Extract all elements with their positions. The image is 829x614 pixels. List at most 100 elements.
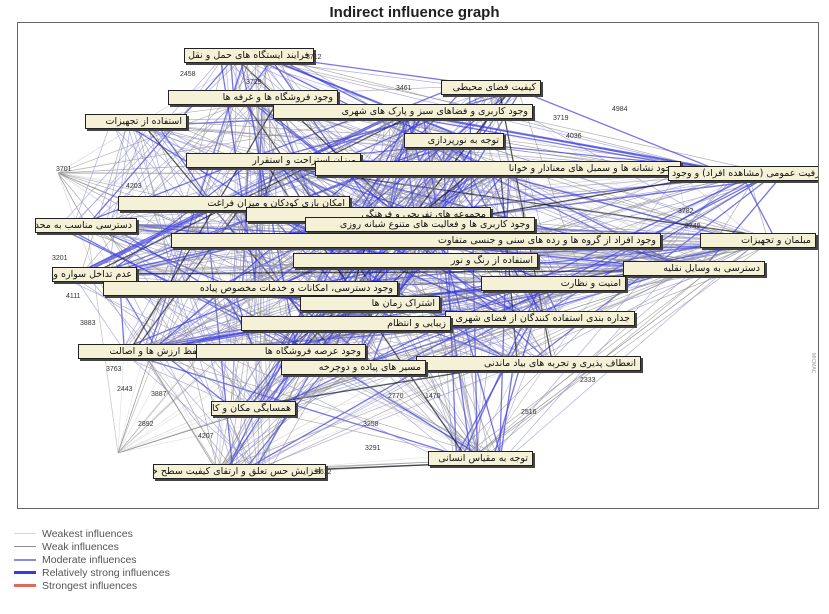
influence-edge <box>384 173 771 373</box>
legend-label: Moderate influences <box>42 553 137 566</box>
influence-edge <box>510 242 758 457</box>
influence-edge <box>120 204 240 355</box>
influence-edge <box>143 240 762 356</box>
influence-edge <box>143 352 479 454</box>
influence-edge <box>93 162 289 226</box>
influence-edge <box>74 164 295 278</box>
graph-node[interactable]: وجود کاربری و فضاهای سبز و پارک های شهری <box>273 104 533 119</box>
graph-node[interactable]: همسایگی مکان و کاربری <box>211 401 296 416</box>
influence-edge <box>376 282 581 372</box>
node-number: 3763 <box>106 366 122 373</box>
graph-node[interactable]: وجود کاربری ها و فعالیت های متنوع شبانه … <box>305 217 535 232</box>
influence-edge <box>104 122 128 231</box>
influence-edge <box>100 163 250 280</box>
legend-label: Weakest influences <box>42 527 133 540</box>
graph-node[interactable]: وجود افراد از گروه ها و رده های سنی و جن… <box>171 233 661 248</box>
influence-edge <box>440 143 733 238</box>
legend-item: Weak influences <box>14 540 314 553</box>
node-number: 3719 <box>553 115 569 122</box>
influence-edge <box>74 58 221 225</box>
influence-edge <box>71 118 113 231</box>
graph-node[interactable]: دسترسی به وسایل نقلیه <box>623 261 765 276</box>
graph-canvas: فرایند ایستگاه های حمل و نقل عمومی کیفیت… <box>17 22 819 509</box>
legend-swatch <box>14 558 36 561</box>
graph-node[interactable]: جداره بندی استفاده کنندگان از فضای شهری <box>445 311 635 326</box>
influence-edge <box>117 56 251 454</box>
influence-edge <box>148 119 427 139</box>
legend-swatch <box>14 571 36 574</box>
node-number: 2458 <box>180 71 196 78</box>
graph-node[interactable]: زیبایی و انتظام <box>241 316 451 331</box>
node-number: 4036 <box>566 133 582 140</box>
graph-node[interactable]: کیفیت فضای محیطی <box>441 80 541 95</box>
node-number: 2333 <box>580 377 596 384</box>
graph-node[interactable]: امنیت و نظارت <box>481 276 626 291</box>
influence-edge <box>61 222 254 292</box>
graph-node[interactable]: وجود نشانه ها و سمبل های معنادار و خوانا <box>315 161 681 176</box>
influence-edge <box>253 90 520 165</box>
legend-swatch <box>14 584 36 587</box>
graph-node[interactable]: توجه به مقیاس انسانی <box>428 451 533 466</box>
graph-node[interactable]: مسیر های پیاده و دوچرخه <box>281 360 426 375</box>
graph-node[interactable]: استفاده از تجهیزات <box>85 114 187 129</box>
influence-edge <box>117 352 145 454</box>
node-number: 2770 <box>388 393 404 400</box>
influence-edge <box>86 226 119 454</box>
influence-edge <box>153 119 214 206</box>
influence-edge <box>354 368 479 454</box>
node-number: 3461 <box>396 85 412 92</box>
influence-edge <box>269 281 575 413</box>
influence-edge <box>117 409 255 454</box>
node-number: 3612 <box>316 469 332 476</box>
node-number: 3729 <box>246 79 262 86</box>
influence-edge <box>507 85 737 179</box>
graph-node[interactable]: عدم تداخل سواره و پیاده <box>52 267 137 282</box>
influence-edge <box>76 279 272 408</box>
node-number: 2749 <box>685 223 701 230</box>
influence-edge <box>161 140 428 357</box>
influence-edge <box>57 98 255 174</box>
graph-title: Indirect influence graph <box>329 4 500 21</box>
influence-edge <box>427 116 746 176</box>
influence-edge <box>355 167 478 373</box>
influence-edge <box>268 411 465 457</box>
influence-edge <box>349 370 454 457</box>
influence-edge <box>108 117 148 228</box>
graph-node[interactable]: فرایند ایستگاه های حمل و نقل عمومی <box>184 48 314 63</box>
influence-edge <box>235 323 520 477</box>
influence-edge <box>110 157 246 277</box>
graph-node[interactable]: انعطاف پذیری و تجربه های بیاد ماندنی <box>416 356 641 371</box>
node-number: 3887 <box>151 391 167 398</box>
influence-edge <box>68 279 452 465</box>
node-number: 3258 <box>363 421 379 428</box>
graph-node[interactable]: توجه به نورپردازی <box>404 133 504 148</box>
influence-edge <box>337 368 504 465</box>
node-number: 2516 <box>521 409 537 416</box>
influence-edge <box>244 267 696 477</box>
graph-node[interactable]: حفظ ارزش ها و اصالت <box>78 344 208 359</box>
legend-item: Moderate influences <box>14 553 314 566</box>
legend-swatch <box>14 533 36 534</box>
graph-node[interactable]: مبلمان و تجهیزات <box>700 233 816 248</box>
graph-node[interactable]: استفاده از رنگ و نور <box>293 253 538 268</box>
influence-edge <box>272 236 785 355</box>
legend-label: Weak influences <box>42 540 119 553</box>
graph-node[interactable]: وجود عرصه فروشگاه ها <box>196 344 366 359</box>
graph-node[interactable]: دسترسی مناسب به محدوده <box>35 218 137 233</box>
influence-edge <box>136 125 270 410</box>
graph-node[interactable]: وجود دسترسی، امکانات و خدمات مخصوص پیاده <box>103 281 398 296</box>
influence-edge <box>57 112 405 174</box>
influence-edge <box>80 125 128 275</box>
influence-edge <box>130 94 283 350</box>
graph-node[interactable]: افزایش حس تعلق و ارتقای کیفیت سطح خیابان <box>153 464 326 479</box>
node-number: 3883 <box>80 320 96 327</box>
influence-edge <box>128 356 268 478</box>
influence-edge <box>57 172 88 227</box>
influence-edge <box>108 57 224 223</box>
influence-edge <box>72 51 250 225</box>
graph-node[interactable]: ظرفیت عمومی (مشاهده افراد) و وجود چهره ب… <box>668 166 818 181</box>
node-number: 1470 <box>425 393 441 400</box>
graph-node[interactable]: وجود فروشگاه ها و غرفه ها <box>168 90 338 105</box>
graph-node[interactable]: اشتراک زمان ها <box>300 296 440 311</box>
node-number: 3291 <box>365 445 381 452</box>
